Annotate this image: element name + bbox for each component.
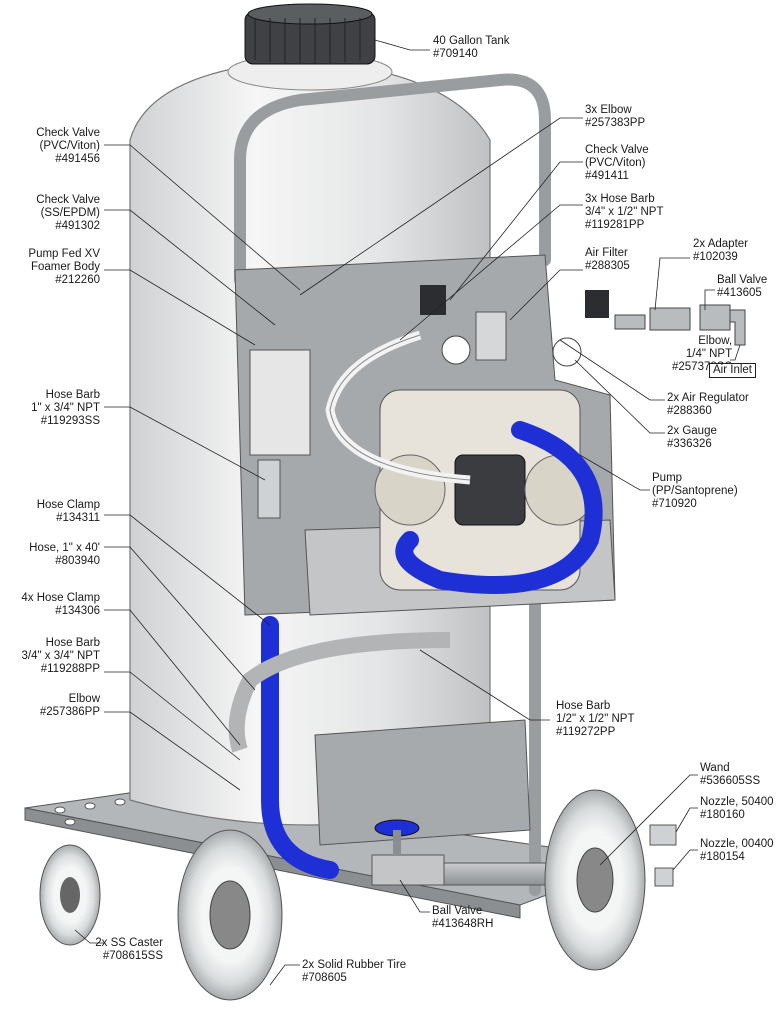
label-elbow-npt: Elbow,1/4" NPT#257378SS — [672, 335, 733, 373]
label-wand: Wand#536605SS — [700, 762, 761, 787]
label-gauge: 2x Gauge#336326 — [667, 425, 717, 450]
label-tank: 40 Gallon Tank#709140 — [433, 35, 510, 60]
label-ball-valve-bottom: Ball Valve#413648RH — [432, 905, 494, 930]
label-ball-valve-top: Ball Valve#413605 — [717, 274, 768, 299]
label-caster: 2x SS Caster#708615SS — [95, 937, 163, 962]
air-inlet-fittings — [614, 304, 746, 346]
wheels — [39, 789, 646, 1001]
label-air-inlet: Air Inlet — [709, 363, 756, 378]
label-pump: Pump(PP/Santoprene)#710920 — [652, 472, 738, 510]
label-adapter: 2x Adapter#102039 — [693, 238, 748, 263]
label-check-valve-left: Check Valve(PVC/Viton)#491456 — [36, 127, 100, 165]
foamer-body-box — [249, 349, 311, 456]
label-air-filter: Air Filter#288305 — [585, 247, 630, 272]
blue-hoses — [261, 421, 603, 879]
label-hose: Hose, 1" x 40'#803940 — [29, 542, 100, 567]
label-nozzle-50400: Nozzle, 50400#180160 — [700, 796, 774, 821]
label-elbow-left: Elbow#257386PP — [39, 693, 100, 718]
regulators — [420, 285, 609, 367]
label-hose-clamp: Hose Clamp#134311 — [36, 499, 100, 524]
label-air-regulator: 2x Air Regulator#288360 — [667, 392, 749, 417]
hose-barb-fitting — [257, 459, 281, 519]
label-check-valve-right: Check Valve(PVC/Viton)#491411 — [585, 144, 649, 182]
label-hose-clamp-4x: 4x Hose Clamp#134306 — [21, 592, 100, 617]
label-check-valve-ss: Check Valve(SS/EPDM)#491302 — [36, 194, 100, 232]
label-tire: 2x Solid Rubber Tire#708605 — [302, 959, 407, 984]
leader-lines — [74, 39, 741, 986]
lower-bracket — [314, 719, 531, 846]
label-nozzle-00400: Nozzle, 00400#180154 — [700, 838, 774, 863]
grey-hose — [228, 632, 451, 753]
cart-handle — [234, 73, 551, 896]
label-elbow-3x: 3x Elbow#257383PP — [585, 104, 646, 129]
